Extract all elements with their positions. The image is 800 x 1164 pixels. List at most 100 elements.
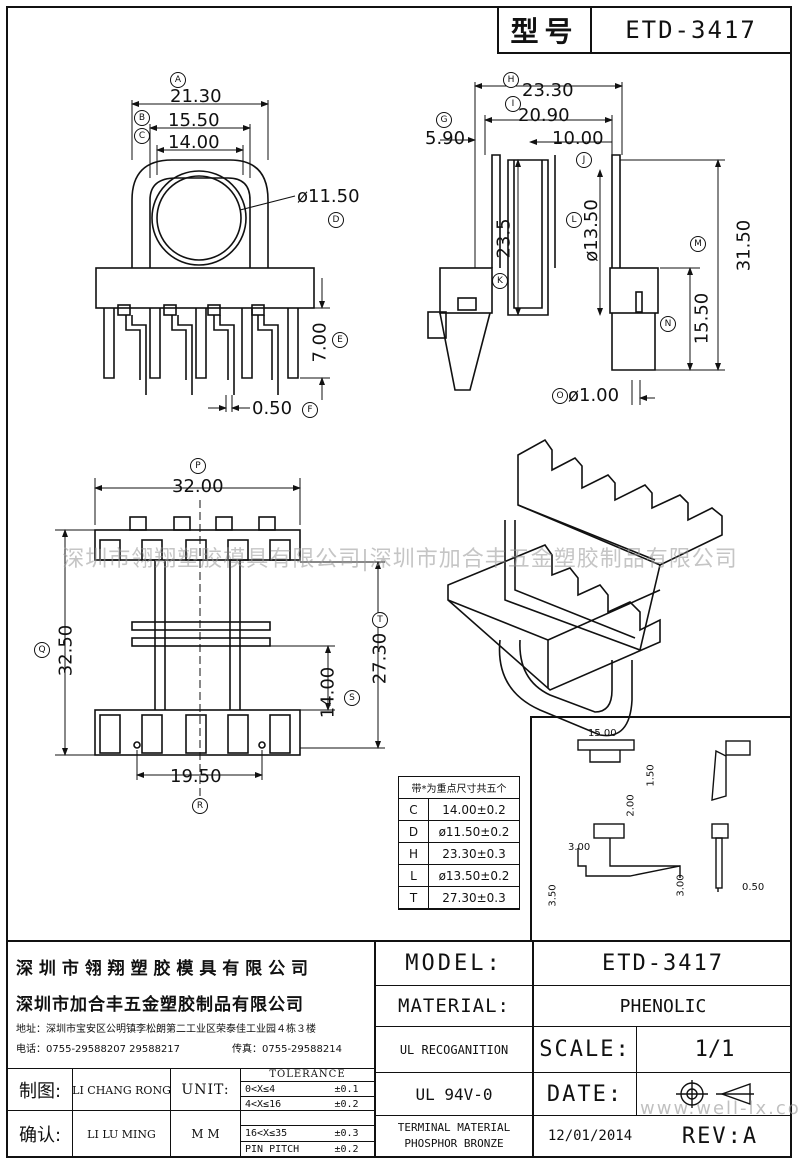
unit-value: M M bbox=[191, 1127, 220, 1141]
dim-p: 32.00 bbox=[172, 476, 224, 497]
pin-d3: 2.00 bbox=[625, 794, 637, 817]
terminal-label: TERMINAL MATERIAL PHOSPHOR BRONZE bbox=[376, 1116, 532, 1156]
tolerance-range: 4<X≤16 bbox=[245, 1098, 282, 1110]
company-name-2: 深圳市加合丰五金塑胶制品有限公司 bbox=[16, 995, 304, 1015]
unit-label: UNIT: bbox=[181, 1082, 230, 1098]
tolerance-range: 16<X≤35 bbox=[245, 1127, 288, 1139]
pin-d7: 0.50 bbox=[742, 882, 765, 893]
tolerance-value: ±0.2 bbox=[334, 1143, 359, 1155]
dim-k: 23.5 bbox=[493, 218, 515, 259]
check-label: 确认: bbox=[18, 1125, 62, 1146]
dim-f: 0.50 bbox=[252, 398, 293, 419]
key-dims-value: 14.00±0.2 bbox=[429, 799, 519, 821]
dim-n: 15.50 bbox=[691, 292, 713, 345]
tolerance-title: TOLERANCE bbox=[269, 1069, 346, 1080]
key-dims-title: 带*为重点尺寸共五个 bbox=[399, 777, 519, 799]
circle-c: C bbox=[134, 128, 150, 144]
circle-e: E bbox=[332, 332, 348, 348]
tolerance-value: ±0.2 bbox=[334, 1098, 359, 1110]
dim-c: 14.00 bbox=[168, 132, 220, 153]
model-label: MODEL: bbox=[405, 951, 503, 976]
circle-i: I bbox=[505, 96, 521, 112]
date-label: DATE: bbox=[546, 1081, 624, 1107]
dim-j: 10.00 bbox=[552, 128, 604, 149]
company-name-1: 深 圳 市 翎 翔 塑 胶 模 具 有 限 公 司 bbox=[16, 959, 309, 979]
circle-p: P bbox=[190, 458, 206, 474]
dim-b: 15.50 bbox=[168, 110, 220, 131]
circle-h: H bbox=[503, 72, 519, 88]
technical-drawings bbox=[55, 82, 725, 810]
key-dims-value: ø13.50±0.2 bbox=[429, 865, 519, 887]
dim-s: 14.00 bbox=[317, 666, 339, 719]
drawn-name: LI CHANG RONG bbox=[72, 1083, 171, 1097]
key-dims-key: D bbox=[399, 821, 429, 843]
company-phone: 电话：0755-29588207 29588217 bbox=[16, 1044, 181, 1055]
dim-m: 31.50 bbox=[733, 219, 755, 272]
key-dims-table bbox=[398, 776, 520, 910]
dim-o: ø1.00 bbox=[568, 385, 620, 406]
dim-e: 7.00 bbox=[309, 322, 331, 363]
pin-detail-box bbox=[530, 716, 792, 940]
dim-a: 21.30 bbox=[170, 86, 222, 107]
circle-g: G bbox=[436, 112, 452, 128]
circle-r: R bbox=[192, 798, 208, 814]
tolerance-value: ±0.1 bbox=[334, 1083, 359, 1095]
key-dims-key: H bbox=[399, 843, 429, 865]
circle-l: L bbox=[566, 212, 582, 228]
terminal-material-label: TERMINAL MATERIAL bbox=[397, 1121, 511, 1134]
ul-label: UL RECOGANITION bbox=[399, 1042, 509, 1057]
ul-value: UL 94V-0 bbox=[415, 1084, 493, 1104]
date-value: 12/01/2014 bbox=[547, 1128, 633, 1144]
pin-d2: 1.50 bbox=[645, 764, 657, 787]
circle-o: O bbox=[552, 388, 568, 404]
type-label: 型号 bbox=[510, 15, 579, 48]
dim-l: ø13.50 bbox=[580, 199, 602, 262]
tolerance-value: ±0.3 bbox=[334, 1127, 359, 1139]
circle-n: N bbox=[660, 316, 676, 332]
circle-s: S bbox=[344, 690, 360, 706]
watermark-text: 深圳市翎翔塑胶模具有限公司|深圳市加合丰五金塑胶制品有限公司 bbox=[62, 547, 738, 572]
dim-i: 20.90 bbox=[518, 105, 570, 126]
key-dims-value: ø11.50±0.2 bbox=[429, 821, 519, 843]
key-dims-key: L bbox=[399, 865, 429, 887]
key-dims-key: T bbox=[399, 887, 429, 909]
key-dims-value: 23.30±0.3 bbox=[429, 843, 519, 865]
title-block bbox=[6, 940, 792, 1158]
dim-h: 23.30 bbox=[522, 80, 574, 101]
model-code-header: ETD-3417 bbox=[625, 16, 757, 44]
drawing-frame bbox=[6, 6, 792, 1158]
dim-d: ø11.50 bbox=[297, 186, 360, 207]
material-value: PHENOLIC bbox=[619, 995, 707, 1017]
dim-q: 32.50 bbox=[55, 624, 77, 677]
circle-t: T bbox=[372, 612, 388, 628]
material-label: MATERIAL: bbox=[398, 995, 510, 1017]
model-value: ETD-3417 bbox=[602, 951, 724, 976]
key-dims-value: 27.30±0.3 bbox=[429, 887, 519, 909]
pin-d1: 15.00 bbox=[588, 728, 617, 739]
scale-label: SCALE: bbox=[539, 1037, 631, 1062]
dim-t: 27.30 bbox=[369, 632, 391, 685]
circle-b: B bbox=[134, 110, 150, 126]
circle-j: J bbox=[576, 152, 592, 168]
circle-q: Q bbox=[34, 642, 50, 658]
circle-m: M bbox=[690, 236, 706, 252]
scale-value: 1/1 bbox=[694, 1037, 735, 1062]
check-name: LI LU MING bbox=[87, 1127, 156, 1141]
projection-symbol-icon bbox=[676, 1080, 754, 1108]
header-type-box bbox=[497, 6, 792, 54]
dim-g: 5.90 bbox=[425, 128, 466, 149]
pin-detail-drawing bbox=[577, 739, 751, 892]
company-fax: 传真：0755-29588214 bbox=[232, 1044, 342, 1055]
tolerance-range: PIN PITCH bbox=[245, 1143, 300, 1155]
rev-label: REV:A bbox=[681, 1123, 759, 1149]
circle-d: D bbox=[328, 212, 344, 228]
pin-d5: 3.50 bbox=[547, 884, 559, 907]
terminal-material-value: PHOSPHOR BRONZE bbox=[404, 1137, 504, 1150]
circle-k: K bbox=[492, 273, 508, 289]
company-address: 地址：深圳市宝安区公明镇李松朗第二工业区荣泰佳工业园４栋３楼 bbox=[16, 1024, 316, 1035]
pin-d6: 3.00 bbox=[675, 874, 687, 897]
key-dims-key: C bbox=[399, 799, 429, 821]
tolerance-range: 0<X≤4 bbox=[245, 1083, 276, 1095]
circle-a: A bbox=[170, 72, 186, 88]
drawn-label: 制图: bbox=[18, 1081, 62, 1102]
